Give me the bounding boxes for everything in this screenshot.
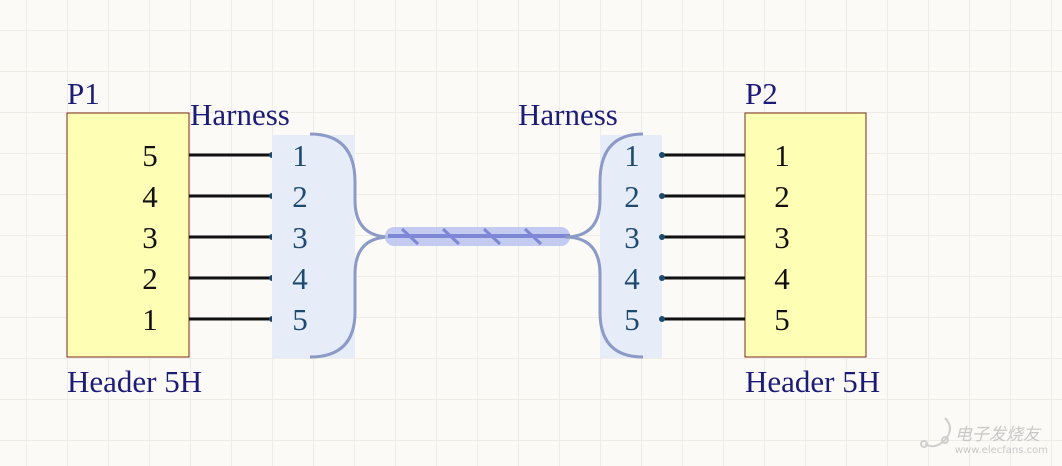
harness-entry[interactable]: 5 [292, 302, 308, 337]
pin[interactable]: 3 [659, 220, 790, 255]
watermark-url: www.elecfans.com [954, 445, 1048, 456]
svg-text:4: 4 [774, 261, 790, 296]
pin[interactable]: 4 [659, 261, 790, 296]
harness-right-label: Harness [518, 97, 618, 132]
svg-text:1: 1 [774, 138, 790, 173]
harness-entry[interactable]: 2 [624, 179, 640, 214]
header-p1-body[interactable] [66, 112, 190, 358]
harness-right-bracket [564, 132, 644, 359]
harness-entry[interactable]: 4 [292, 261, 308, 296]
designator-p2: P2 [745, 76, 778, 111]
pin[interactable]: 2 [659, 179, 790, 214]
comment-p2: Header 5H [745, 364, 880, 399]
svg-text:2: 2 [774, 179, 790, 214]
harness-left-body[interactable] [272, 135, 355, 358]
svg-text:4: 4 [142, 179, 158, 214]
harness-entry[interactable]: 3 [292, 220, 308, 255]
p2-pins: 1 2 3 4 5 [659, 138, 790, 337]
harness-entry[interactable]: 2 [292, 179, 308, 214]
signal-harness-bus[interactable] [385, 227, 570, 246]
p1-pins: 5 4 3 2 1 [142, 138, 275, 337]
designator-p1: P1 [67, 76, 100, 111]
harness-left-bracket [309, 132, 391, 359]
watermark-logo-icon [920, 417, 951, 448]
harness-entry[interactable]: 4 [624, 261, 640, 296]
harness-right-body[interactable] [600, 135, 662, 358]
svg-text:2: 2 [142, 261, 158, 296]
pin[interactable]: 5 [659, 302, 790, 337]
svg-text:5: 5 [774, 302, 790, 337]
pin[interactable]: 5 [142, 138, 275, 173]
pin[interactable]: 1 [659, 138, 790, 173]
pin[interactable]: 1 [142, 302, 275, 337]
harness-entry[interactable]: 5 [624, 302, 640, 337]
svg-text:3: 3 [142, 220, 158, 255]
harness-left-label: Harness [190, 97, 290, 132]
watermark-name: 电子发烧友 [954, 425, 1040, 445]
comment-p1: Header 5H [67, 364, 202, 399]
svg-text:1: 1 [142, 302, 158, 337]
header-p2-body[interactable] [744, 112, 867, 358]
harness-entry[interactable]: 3 [624, 220, 640, 255]
harness-entry[interactable]: 1 [292, 138, 308, 173]
harness-entry[interactable]: 1 [624, 138, 640, 173]
svg-text:3: 3 [774, 220, 790, 255]
watermark: 电子发烧友 www.elecfans.com [955, 420, 1048, 456]
svg-text:5: 5 [142, 138, 158, 173]
